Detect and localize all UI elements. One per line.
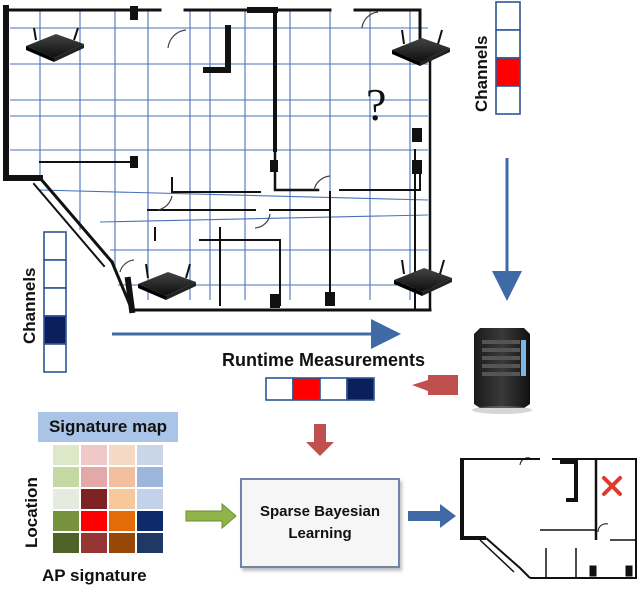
signature-map-grid (51, 443, 165, 555)
door-arcs (119, 11, 379, 273)
runtime-cell (319, 377, 348, 401)
signature-cell (51, 443, 81, 467)
x-mark-icon (602, 476, 622, 496)
signature-cell (79, 509, 109, 533)
arrow-sbl-to-result (408, 504, 456, 528)
result-floor-plan (460, 457, 637, 579)
signature-cell (51, 531, 81, 555)
floor-plan (3, 5, 432, 314)
signature-cell (51, 487, 81, 511)
signature-cell (135, 443, 165, 467)
signature-cell (107, 509, 137, 533)
signature-cell (51, 509, 81, 533)
router-icon (392, 29, 450, 66)
arrow-signature-to-sbl (185, 502, 237, 530)
signature-map-title: Signature map (38, 412, 178, 442)
channel-cell (495, 85, 521, 115)
signature-cell (79, 443, 109, 467)
signature-cell (135, 509, 165, 533)
channel-cell (495, 1, 521, 31)
channel-cell (495, 57, 521, 87)
signature-cell (107, 465, 137, 489)
signature-cell (107, 487, 137, 511)
signature-cell (79, 487, 109, 511)
signature-cell (107, 531, 137, 555)
signature-cell (107, 443, 137, 467)
channels-top-column (495, 1, 521, 115)
channel-cell (43, 315, 67, 345)
channel-cell (43, 231, 67, 261)
channel-cell (43, 343, 67, 373)
signature-cell (135, 465, 165, 489)
arrows (112, 158, 522, 530)
runtime-cell (292, 377, 321, 401)
channel-cell (43, 259, 67, 289)
runtime-measurements-row (265, 377, 375, 401)
server-icon (472, 328, 532, 414)
wall-blocks (130, 6, 422, 308)
ap-signature-label: AP signature (42, 566, 147, 585)
signature-cell (79, 531, 109, 555)
signature-cell (51, 465, 81, 489)
channels-left-column (43, 231, 67, 373)
runtime-cell (346, 377, 375, 401)
sparse-bayesian-learning-box: Sparse Bayesian Learning (240, 478, 400, 568)
channel-cell (43, 287, 67, 317)
question-mark-icon: ? (366, 79, 387, 130)
arrow-runtime-to-sbl (306, 424, 334, 456)
router-icon (138, 263, 196, 300)
runtime-cell (265, 377, 294, 401)
channel-cell (495, 29, 521, 59)
signature-cell (79, 465, 109, 489)
location-label: Location (22, 477, 41, 548)
signature-cell (135, 531, 165, 555)
sbl-line-1: Sparse Bayesian (259, 503, 381, 520)
arrow-server-to-runtime (412, 375, 458, 395)
runtime-measurements-label: Runtime Measurements (222, 350, 426, 370)
router-icon (394, 259, 452, 296)
sbl-line-2: Learning (288, 525, 352, 542)
router-icon (26, 27, 84, 62)
channels-top-label: Channels (472, 35, 491, 112)
channels-left-label: Channels (20, 267, 39, 344)
signature-cell (135, 487, 165, 511)
